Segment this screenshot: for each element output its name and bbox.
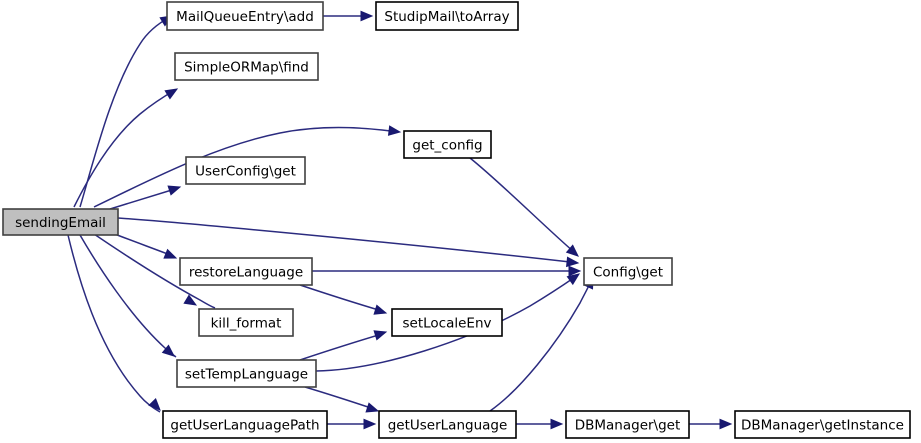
node-box-killFormat[interactable] <box>198 308 294 337</box>
edges-layer <box>67 15 729 425</box>
edge-sendingEmail-to-killFormat <box>93 233 216 309</box>
arrowhead-icon <box>568 265 582 277</box>
edge-getUserLanguage-to-configGet <box>489 280 592 412</box>
arrowhead-icon <box>565 244 579 257</box>
node-getConfig[interactable]: get_config <box>403 130 492 159</box>
arrowhead-triangle <box>550 418 564 430</box>
edge-sendingEmail-to-mailQueueEntryAdd <box>79 16 171 208</box>
arrowhead-triangle <box>565 244 579 257</box>
node-box-getUserLanguage[interactable] <box>378 410 517 439</box>
node-simpleORMapFind[interactable]: SimpleORMap\find <box>174 52 319 81</box>
arrowhead-icon <box>148 398 161 411</box>
edge-sendingEmail-to-getUserLanguagePath <box>67 234 161 413</box>
arrowhead-icon <box>373 304 388 315</box>
edge-getConfig-to-configGet <box>469 157 575 253</box>
node-dbManagerGetInstance[interactable]: DBManager\getInstance <box>734 410 911 439</box>
node-getUserLanguage[interactable]: getUserLanguage <box>378 410 517 439</box>
arrowhead-icon <box>550 418 564 430</box>
arrowhead-icon <box>167 185 182 196</box>
arrowhead-icon <box>719 418 733 430</box>
arrowhead-triangle <box>163 248 178 259</box>
node-sendingEmail[interactable]: sendingEmail <box>2 208 119 236</box>
node-box-studipMailToArray[interactable] <box>375 1 519 31</box>
node-box-dbManagerGet[interactable] <box>565 410 690 439</box>
edge-sendingEmail-to-configGet <box>117 217 571 263</box>
arrowhead-triangle <box>167 185 182 196</box>
arrowhead-icon <box>164 88 179 100</box>
node-box-setLocaleEnv[interactable] <box>391 308 503 337</box>
node-box-userConfigGet[interactable] <box>185 156 306 185</box>
node-box-dbManagerGetInstance[interactable] <box>734 410 911 439</box>
node-studipMailToArray[interactable]: StudipMail\toArray <box>375 1 519 31</box>
node-box-sendingEmail[interactable] <box>2 208 119 236</box>
arrowhead-triangle <box>161 344 175 357</box>
arrowhead-triangle <box>719 418 733 430</box>
node-box-restoreLanguage[interactable] <box>179 257 313 286</box>
node-box-getConfig[interactable] <box>403 130 492 159</box>
arrowhead-triangle <box>568 265 582 277</box>
node-userConfigGet[interactable]: UserConfig\get <box>185 156 306 185</box>
node-killFormat[interactable]: kill_format <box>198 308 294 337</box>
arrowhead-icon <box>566 273 581 286</box>
edge-sendingEmail-to-simpleORMapFind <box>73 89 176 208</box>
node-box-mailQueueEntryAdd[interactable] <box>166 1 324 31</box>
arrowhead-icon <box>363 418 377 430</box>
node-mailQueueEntryAdd[interactable]: MailQueueEntry\add <box>166 1 324 31</box>
node-box-simpleORMapFind[interactable] <box>174 52 319 81</box>
arrowhead-triangle <box>566 273 581 286</box>
edge-sendingEmail-to-userConfigGet <box>109 188 176 210</box>
node-box-setTempLanguage[interactable] <box>176 359 317 388</box>
arrowhead-triangle <box>164 88 179 100</box>
edge-setTempLanguage-to-getUserLanguage <box>304 386 375 410</box>
node-configGet[interactable]: Config\get <box>583 257 673 286</box>
node-getUserLanguagePath[interactable]: getUserLanguagePath <box>162 410 328 439</box>
node-setTempLanguage[interactable]: setTempLanguage <box>176 359 317 388</box>
arrowhead-triangle <box>373 304 388 315</box>
arrowhead-icon <box>163 248 178 259</box>
arrowhead-triangle <box>365 402 380 413</box>
node-setLocaleEnv[interactable]: setLocaleEnv <box>391 308 503 337</box>
arrowhead-triangle <box>148 398 161 411</box>
node-box-getUserLanguagePath[interactable] <box>162 410 328 439</box>
arrowhead-triangle <box>566 256 580 268</box>
arrowhead-icon <box>387 125 402 136</box>
edge-restoreLanguage-to-setLocaleEnv <box>299 284 383 312</box>
node-restoreLanguage[interactable]: restoreLanguage <box>179 257 313 286</box>
arrowhead-triangle <box>387 125 402 136</box>
arrowhead-triangle <box>373 330 388 341</box>
arrowhead-icon <box>360 10 374 22</box>
arrowhead-triangle <box>183 294 198 306</box>
arrowhead-icon <box>566 256 580 268</box>
edge-sendingEmail-to-setTempLanguage <box>79 234 177 358</box>
arrowheads-layer <box>148 10 733 430</box>
arrowhead-triangle <box>363 418 377 430</box>
edge-setTempLanguage-to-setLocaleEnv <box>299 333 383 361</box>
arrowhead-icon <box>183 294 198 306</box>
node-dbManagerGet[interactable]: DBManager\get <box>565 410 690 439</box>
edge-sendingEmail-to-getConfig <box>93 126 399 208</box>
node-box-configGet[interactable] <box>583 257 673 286</box>
arrowhead-icon <box>365 402 380 413</box>
arrowhead-triangle <box>360 10 374 22</box>
arrowhead-icon <box>373 330 388 341</box>
arrowhead-icon <box>161 344 175 357</box>
